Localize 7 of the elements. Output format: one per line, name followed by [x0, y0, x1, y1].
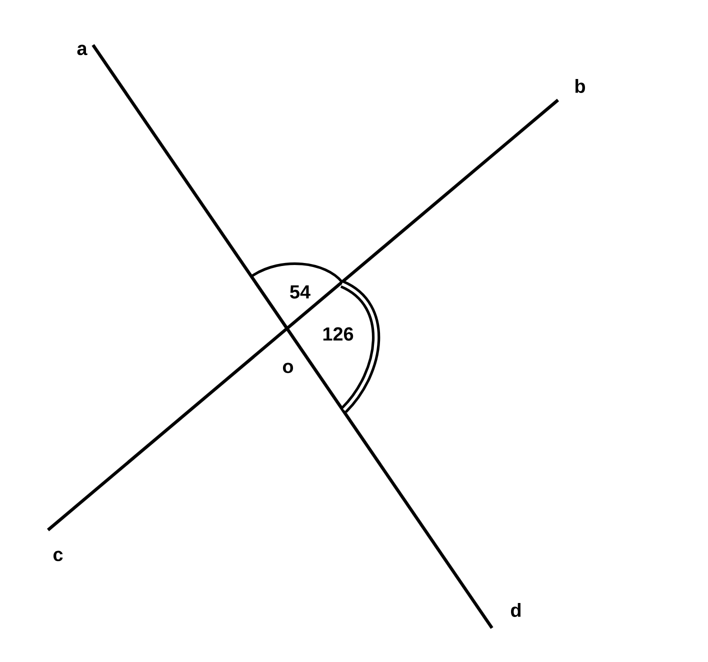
point-label: c: [53, 550, 63, 562]
angle-label: 54: [290, 285, 310, 299]
point-label: a: [77, 44, 88, 56]
angle-label: 126: [323, 327, 354, 341]
point-label: o: [282, 362, 294, 374]
point-label: d: [511, 603, 521, 617]
point-label: b: [575, 79, 585, 93]
